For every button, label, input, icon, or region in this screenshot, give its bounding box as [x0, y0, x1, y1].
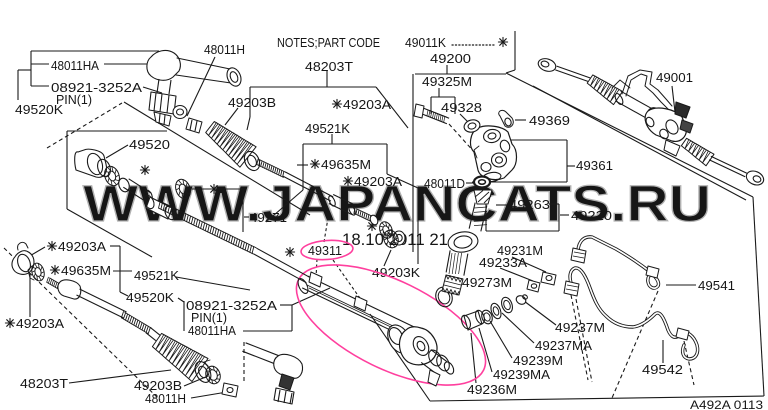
svg-text:NOTES;PART CODE: NOTES;PART CODE [277, 35, 380, 50]
svg-text:49239M: 49239M [513, 353, 563, 368]
svg-text:48011D: 48011D [424, 176, 465, 191]
svg-text:WWW.JAPANCATS.RU: WWW.JAPANCATS.RU [83, 175, 711, 232]
svg-text:49361: 49361 [576, 158, 613, 173]
svg-text:48011HA: 48011HA [51, 58, 99, 73]
svg-text:49520K: 49520K [15, 102, 63, 117]
svg-text:PIN(1): PIN(1) [191, 310, 227, 325]
svg-text:A492A 0113: A492A 0113 [690, 398, 763, 410]
svg-text:48011H: 48011H [145, 391, 186, 406]
svg-text:PIN(1): PIN(1) [56, 92, 92, 107]
svg-text:49237MA: 49237MA [535, 338, 592, 353]
svg-text:49236M: 49236M [467, 382, 517, 397]
svg-text:49011K: 49011K [405, 35, 446, 50]
svg-text:49271: 49271 [250, 210, 287, 225]
svg-text:49542: 49542 [642, 362, 683, 377]
svg-text:49635M: 49635M [61, 263, 111, 278]
svg-text:49635M: 49635M [321, 157, 371, 172]
svg-text:49237M: 49237M [555, 320, 605, 335]
svg-text:49521K: 49521K [305, 121, 350, 136]
svg-text:49325M: 49325M [422, 74, 472, 89]
svg-text:08921-3252A: 08921-3252A [51, 80, 142, 95]
svg-text:49203A: 49203A [343, 97, 391, 112]
svg-text:48203T: 48203T [20, 376, 68, 391]
svg-text:49233A: 49233A [479, 255, 527, 270]
svg-text:49520K: 49520K [126, 290, 174, 305]
svg-text:49541: 49541 [698, 278, 735, 293]
svg-text:49273M: 49273M [462, 275, 512, 290]
svg-text:49263: 49263 [509, 197, 550, 212]
svg-text:48011H: 48011H [204, 42, 245, 57]
svg-text:49220: 49220 [571, 208, 612, 223]
svg-text:49239MA: 49239MA [493, 367, 550, 382]
svg-text:49203A: 49203A [58, 239, 106, 254]
svg-text:49311: 49311 [308, 243, 342, 258]
svg-text:49231M: 49231M [497, 243, 543, 258]
svg-text:49203B: 49203B [134, 378, 182, 393]
svg-text:49203A: 49203A [16, 316, 64, 331]
svg-text:49520: 49520 [129, 137, 170, 152]
svg-text:49328: 49328 [441, 100, 482, 115]
svg-text:49369: 49369 [529, 113, 570, 128]
svg-text:08921-3252A: 08921-3252A [186, 298, 277, 313]
svg-text:49203B: 49203B [228, 95, 276, 110]
svg-text:49521K: 49521K [134, 268, 179, 283]
svg-text:49203K: 49203K [372, 265, 420, 280]
svg-text:49001: 49001 [656, 70, 693, 85]
svg-text:49203A: 49203A [354, 174, 402, 189]
svg-text:48011HA: 48011HA [188, 323, 236, 338]
svg-text:49200: 49200 [430, 51, 471, 66]
svg-text:48203T: 48203T [305, 59, 353, 74]
